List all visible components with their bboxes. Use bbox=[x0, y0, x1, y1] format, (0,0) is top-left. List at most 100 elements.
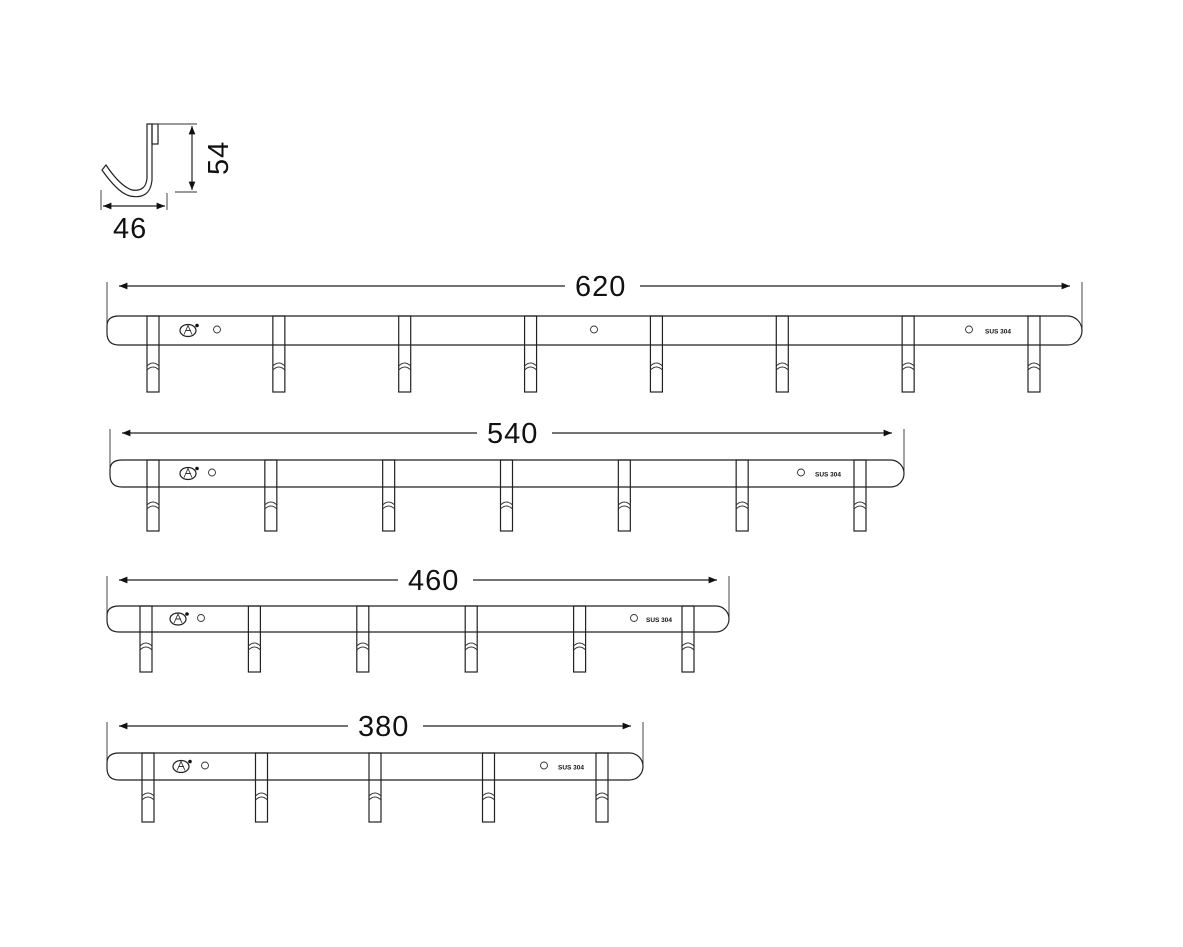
hook bbox=[481, 752, 496, 823]
hook-arm bbox=[1027, 315, 1041, 393]
hook-arm bbox=[356, 605, 370, 673]
hook-arm bbox=[735, 459, 749, 532]
rail-bar bbox=[109, 459, 905, 488]
hook bbox=[139, 605, 153, 673]
hook-bend-line bbox=[573, 642, 586, 651]
hook bbox=[382, 459, 396, 532]
hook-bend-line bbox=[650, 362, 663, 371]
length-dimension-label: 540 bbox=[487, 418, 538, 450]
hook-bend-line bbox=[356, 642, 370, 651]
hook bbox=[146, 459, 160, 532]
hook-bend-line bbox=[901, 362, 915, 371]
logo-dot bbox=[195, 323, 199, 328]
hook bbox=[247, 605, 261, 673]
hook-arm bbox=[523, 315, 538, 393]
hook-arm bbox=[617, 459, 631, 532]
hook bbox=[368, 752, 382, 823]
hook-mount-plate bbox=[151, 123, 159, 145]
hook-arm bbox=[572, 605, 587, 673]
screw-hole bbox=[213, 325, 221, 334]
hook-arm bbox=[368, 752, 382, 823]
hook-bend-line bbox=[382, 501, 395, 510]
hook-bend-line bbox=[1027, 362, 1041, 371]
hook-bend-line bbox=[618, 501, 631, 510]
hook-arm bbox=[499, 459, 514, 532]
width-dimension-label: 46 bbox=[113, 213, 147, 245]
hook bbox=[572, 605, 587, 673]
hook-arm bbox=[247, 605, 261, 673]
logo-mark bbox=[173, 612, 183, 624]
hook bbox=[775, 315, 789, 393]
hook-arm bbox=[254, 752, 269, 823]
hook bbox=[523, 315, 538, 393]
hook-arm bbox=[398, 315, 412, 393]
brand-logo bbox=[179, 466, 199, 481]
hook-arm bbox=[595, 752, 609, 823]
hook-arm bbox=[481, 752, 496, 823]
hook bbox=[595, 752, 609, 823]
hook bbox=[901, 315, 915, 393]
hook-bend-line bbox=[853, 501, 867, 510]
logo-dot bbox=[185, 612, 189, 616]
hook bbox=[264, 459, 278, 532]
hook bbox=[499, 459, 514, 532]
screw-hole bbox=[540, 761, 548, 770]
hook bbox=[649, 315, 664, 393]
hook bbox=[141, 752, 155, 823]
hook-bend-line bbox=[146, 501, 160, 510]
screw-hole bbox=[590, 325, 598, 334]
brand-logo bbox=[179, 323, 199, 338]
hook-bend-line bbox=[139, 642, 153, 651]
hook bbox=[681, 605, 695, 673]
hook-bend-line bbox=[248, 642, 261, 651]
screw-hole bbox=[630, 614, 638, 622]
hook-bend-line bbox=[146, 362, 160, 371]
hook-arm bbox=[464, 605, 478, 673]
hook bbox=[464, 605, 478, 673]
hook-arm bbox=[146, 459, 160, 532]
rail-bar bbox=[106, 752, 644, 781]
hook bbox=[1027, 315, 1041, 393]
hook bbox=[356, 605, 370, 673]
hook bbox=[272, 315, 286, 393]
hook-arm bbox=[901, 315, 915, 393]
hook-bend-line bbox=[255, 792, 268, 801]
hook-arm bbox=[272, 315, 286, 393]
hook-arm bbox=[146, 315, 160, 393]
logo-mark bbox=[183, 467, 193, 478]
hook-bend-line bbox=[264, 501, 278, 510]
hook-bend-line bbox=[482, 792, 495, 801]
screw-hole bbox=[201, 761, 209, 770]
screw-hole bbox=[965, 325, 973, 334]
rail-bar bbox=[106, 605, 730, 633]
hook-bend-line bbox=[735, 501, 749, 510]
hook bbox=[146, 315, 160, 393]
hook-arm bbox=[382, 459, 396, 532]
brand-logo bbox=[169, 612, 189, 626]
material-label: SUS 304 bbox=[815, 472, 841, 479]
hook-bend-line bbox=[368, 792, 382, 801]
hook bbox=[735, 459, 749, 532]
hook-arm bbox=[649, 315, 664, 393]
height-dimension-label: 54 bbox=[203, 141, 235, 175]
hook-bend-line bbox=[500, 501, 513, 510]
hook-arm bbox=[853, 459, 867, 532]
hook-profile bbox=[101, 123, 153, 198]
screw-hole bbox=[208, 468, 216, 477]
logo-mark bbox=[176, 760, 186, 771]
logo-dot bbox=[195, 466, 199, 471]
length-dimension-label: 620 bbox=[575, 271, 626, 303]
hook-bend-line bbox=[524, 362, 537, 371]
hook-arm bbox=[264, 459, 278, 532]
hook-arm bbox=[775, 315, 789, 393]
hook-arm bbox=[141, 752, 155, 823]
hook bbox=[853, 459, 867, 532]
hook-side-view: 54 46 bbox=[100, 123, 235, 245]
hook bbox=[254, 752, 269, 823]
length-dimension-label: 380 bbox=[358, 711, 409, 743]
